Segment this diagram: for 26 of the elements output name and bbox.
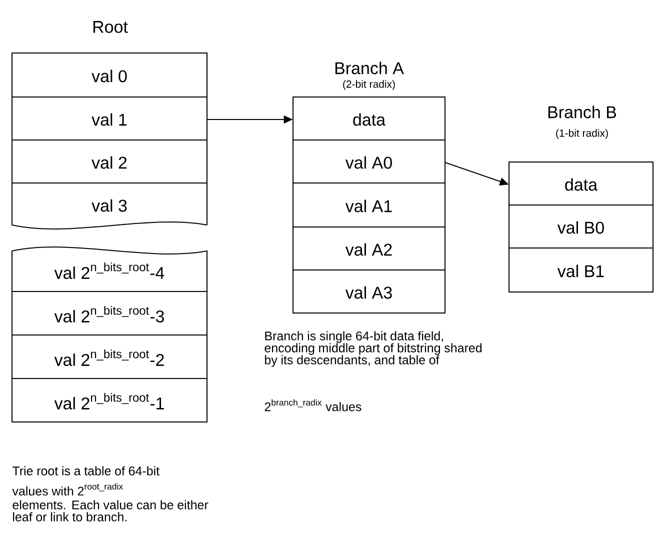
note-text: Branch is single 64-bit data field, encoding middle part of bitstring shared by its descendants, and table of bbox=[264, 331, 482, 367]
table-row: $\text{val 2}^{\text{n\_bits\_root}}\text{-3}$ bbox=[12, 291, 208, 336]
table-row: data bbox=[508, 162, 654, 206]
table-row: val B1 bbox=[508, 248, 654, 292]
node-label: (1-bit radix) bbox=[556, 129, 608, 139]
table-row: val A2 bbox=[292, 226, 446, 270]
table-row: val B0 bbox=[508, 204, 654, 248]
node-label: Branch B bbox=[548, 106, 616, 118]
table-row: val 0 bbox=[12, 52, 208, 98]
table-row: val A3 bbox=[292, 270, 446, 314]
note-text: elements. Each value can be either leaf or link to branch. bbox=[12, 500, 208, 522]
node-label: (2-bit radix) bbox=[343, 80, 395, 90]
table-row: val 1 bbox=[12, 96, 208, 140]
table-row: $\text{val 2}^{\text{n\_bits\_root}}\text{-4}$ bbox=[12, 246, 208, 292]
table-row: val 3 bbox=[92, 199, 127, 212]
table-row: val 2 bbox=[12, 140, 208, 184]
table-row: $\text{val 2}^{\text{n\_bits\_root}}\text{-1}$ bbox=[12, 378, 208, 422]
table-row: $\text{val 2}^{\text{n\_bits\_root}}\text{-2}$ bbox=[12, 334, 208, 379]
note-text: Trie root is a table of 64-bit bbox=[12, 466, 160, 476]
node-label: Root bbox=[93, 21, 128, 33]
node-label: Branch A bbox=[335, 62, 404, 74]
note-text: $\text{values with 2}^{\text{root\_radix}}$ bbox=[12, 483, 123, 496]
note-text: $\text{2}^{\text{branch\_radix}}\text{ values}$ bbox=[264, 399, 362, 412]
table-row: val A0 bbox=[292, 140, 446, 184]
table-row: data bbox=[292, 96, 446, 140]
table-row: val A1 bbox=[292, 182, 446, 228]
